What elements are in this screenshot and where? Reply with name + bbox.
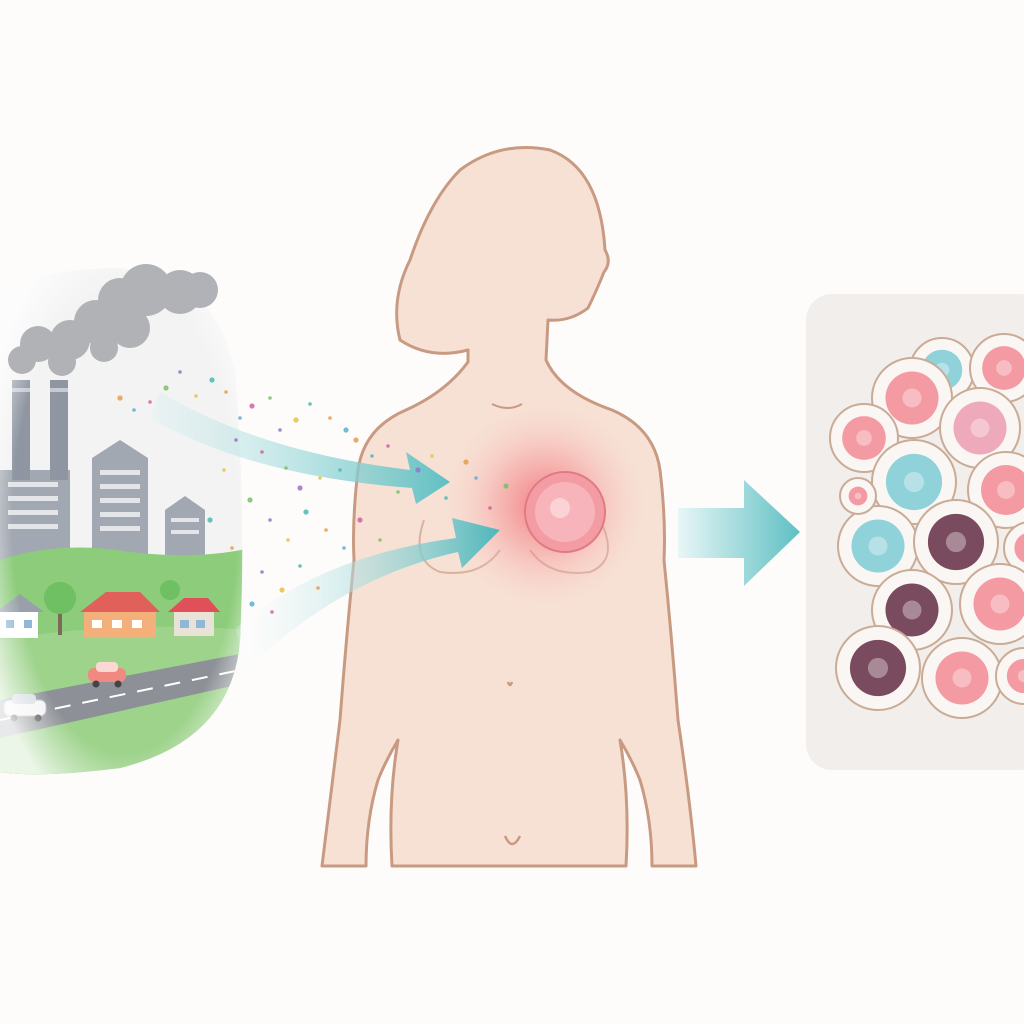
pollutant-particle	[284, 466, 288, 470]
pollutant-particle	[286, 538, 290, 542]
cell-icon	[959, 563, 1024, 645]
tumor-cell-icon	[524, 471, 606, 553]
pollutant-particle	[260, 570, 264, 574]
pollutant-particle	[278, 428, 282, 432]
outcome-arrow	[678, 480, 800, 586]
pollutant-particle	[260, 450, 264, 454]
pollutant-particle	[293, 417, 299, 423]
cell-icon	[921, 637, 1003, 719]
pollutant-particle	[249, 403, 255, 409]
pollutant-particle	[303, 509, 309, 515]
pollutant-particle	[238, 416, 242, 420]
pollutant-particle	[194, 394, 198, 398]
pollutant-particle	[430, 454, 434, 458]
pollutant-particle	[163, 385, 169, 391]
pollutant-particle	[249, 601, 255, 607]
pollutant-particle	[503, 483, 509, 489]
pollutant-particle	[342, 546, 346, 550]
pollutant-particle	[463, 459, 469, 465]
pollutant-particle	[222, 468, 226, 472]
pollutant-particle	[328, 416, 332, 420]
pollutant-particle	[316, 586, 320, 590]
pollutant-particle	[378, 538, 382, 542]
cell-cluster-panel	[806, 294, 1024, 770]
pollutant-particle	[353, 437, 359, 443]
pollutant-particle	[343, 427, 349, 433]
pollutant-particle	[268, 518, 272, 522]
pollutant-particle	[117, 395, 123, 401]
pollutant-particle	[224, 390, 228, 394]
pollutant-particle	[357, 517, 363, 523]
cell-icon	[839, 477, 877, 515]
pollutant-particle	[247, 497, 253, 503]
cell-icon	[871, 439, 957, 525]
pollutant-particle	[386, 444, 390, 448]
pollutant-particle	[132, 408, 136, 412]
pollutant-particle	[415, 467, 421, 473]
smoke-cloud-icon	[8, 264, 218, 376]
exposure-arrow-lower	[236, 518, 500, 672]
pollution-scene	[0, 264, 243, 775]
pollutant-particle	[338, 468, 342, 472]
cell-icon	[1003, 521, 1024, 575]
pollutant-particle	[207, 517, 213, 523]
pollutant-particle	[268, 396, 272, 400]
exposure-arrow-upper	[150, 392, 450, 504]
pollutant-particle	[279, 587, 285, 593]
pollutant-particle	[370, 454, 374, 458]
pollutant-particle	[270, 610, 274, 614]
cell-cluster	[829, 333, 1024, 719]
pollutant-particle	[318, 476, 322, 480]
pollutant-particle	[230, 546, 234, 550]
pollutant-particle	[178, 370, 182, 374]
pollutant-particle	[209, 377, 215, 383]
pollutant-particle	[308, 402, 312, 406]
pollutant-particles	[117, 370, 509, 614]
pollutant-particle	[488, 506, 492, 510]
pollutant-particle	[324, 528, 328, 532]
pollutant-particle	[444, 496, 448, 500]
pollutant-particle	[297, 485, 303, 491]
pollutant-particle	[298, 564, 302, 568]
cell-icon	[835, 625, 921, 711]
cell-icon	[995, 647, 1024, 705]
cell-icon	[913, 499, 999, 585]
pollutant-particle	[234, 438, 238, 442]
pollutant-particle	[396, 490, 400, 494]
cell-icon	[939, 387, 1021, 469]
pollutant-particle	[474, 476, 478, 480]
pollutant-particle	[148, 400, 152, 404]
